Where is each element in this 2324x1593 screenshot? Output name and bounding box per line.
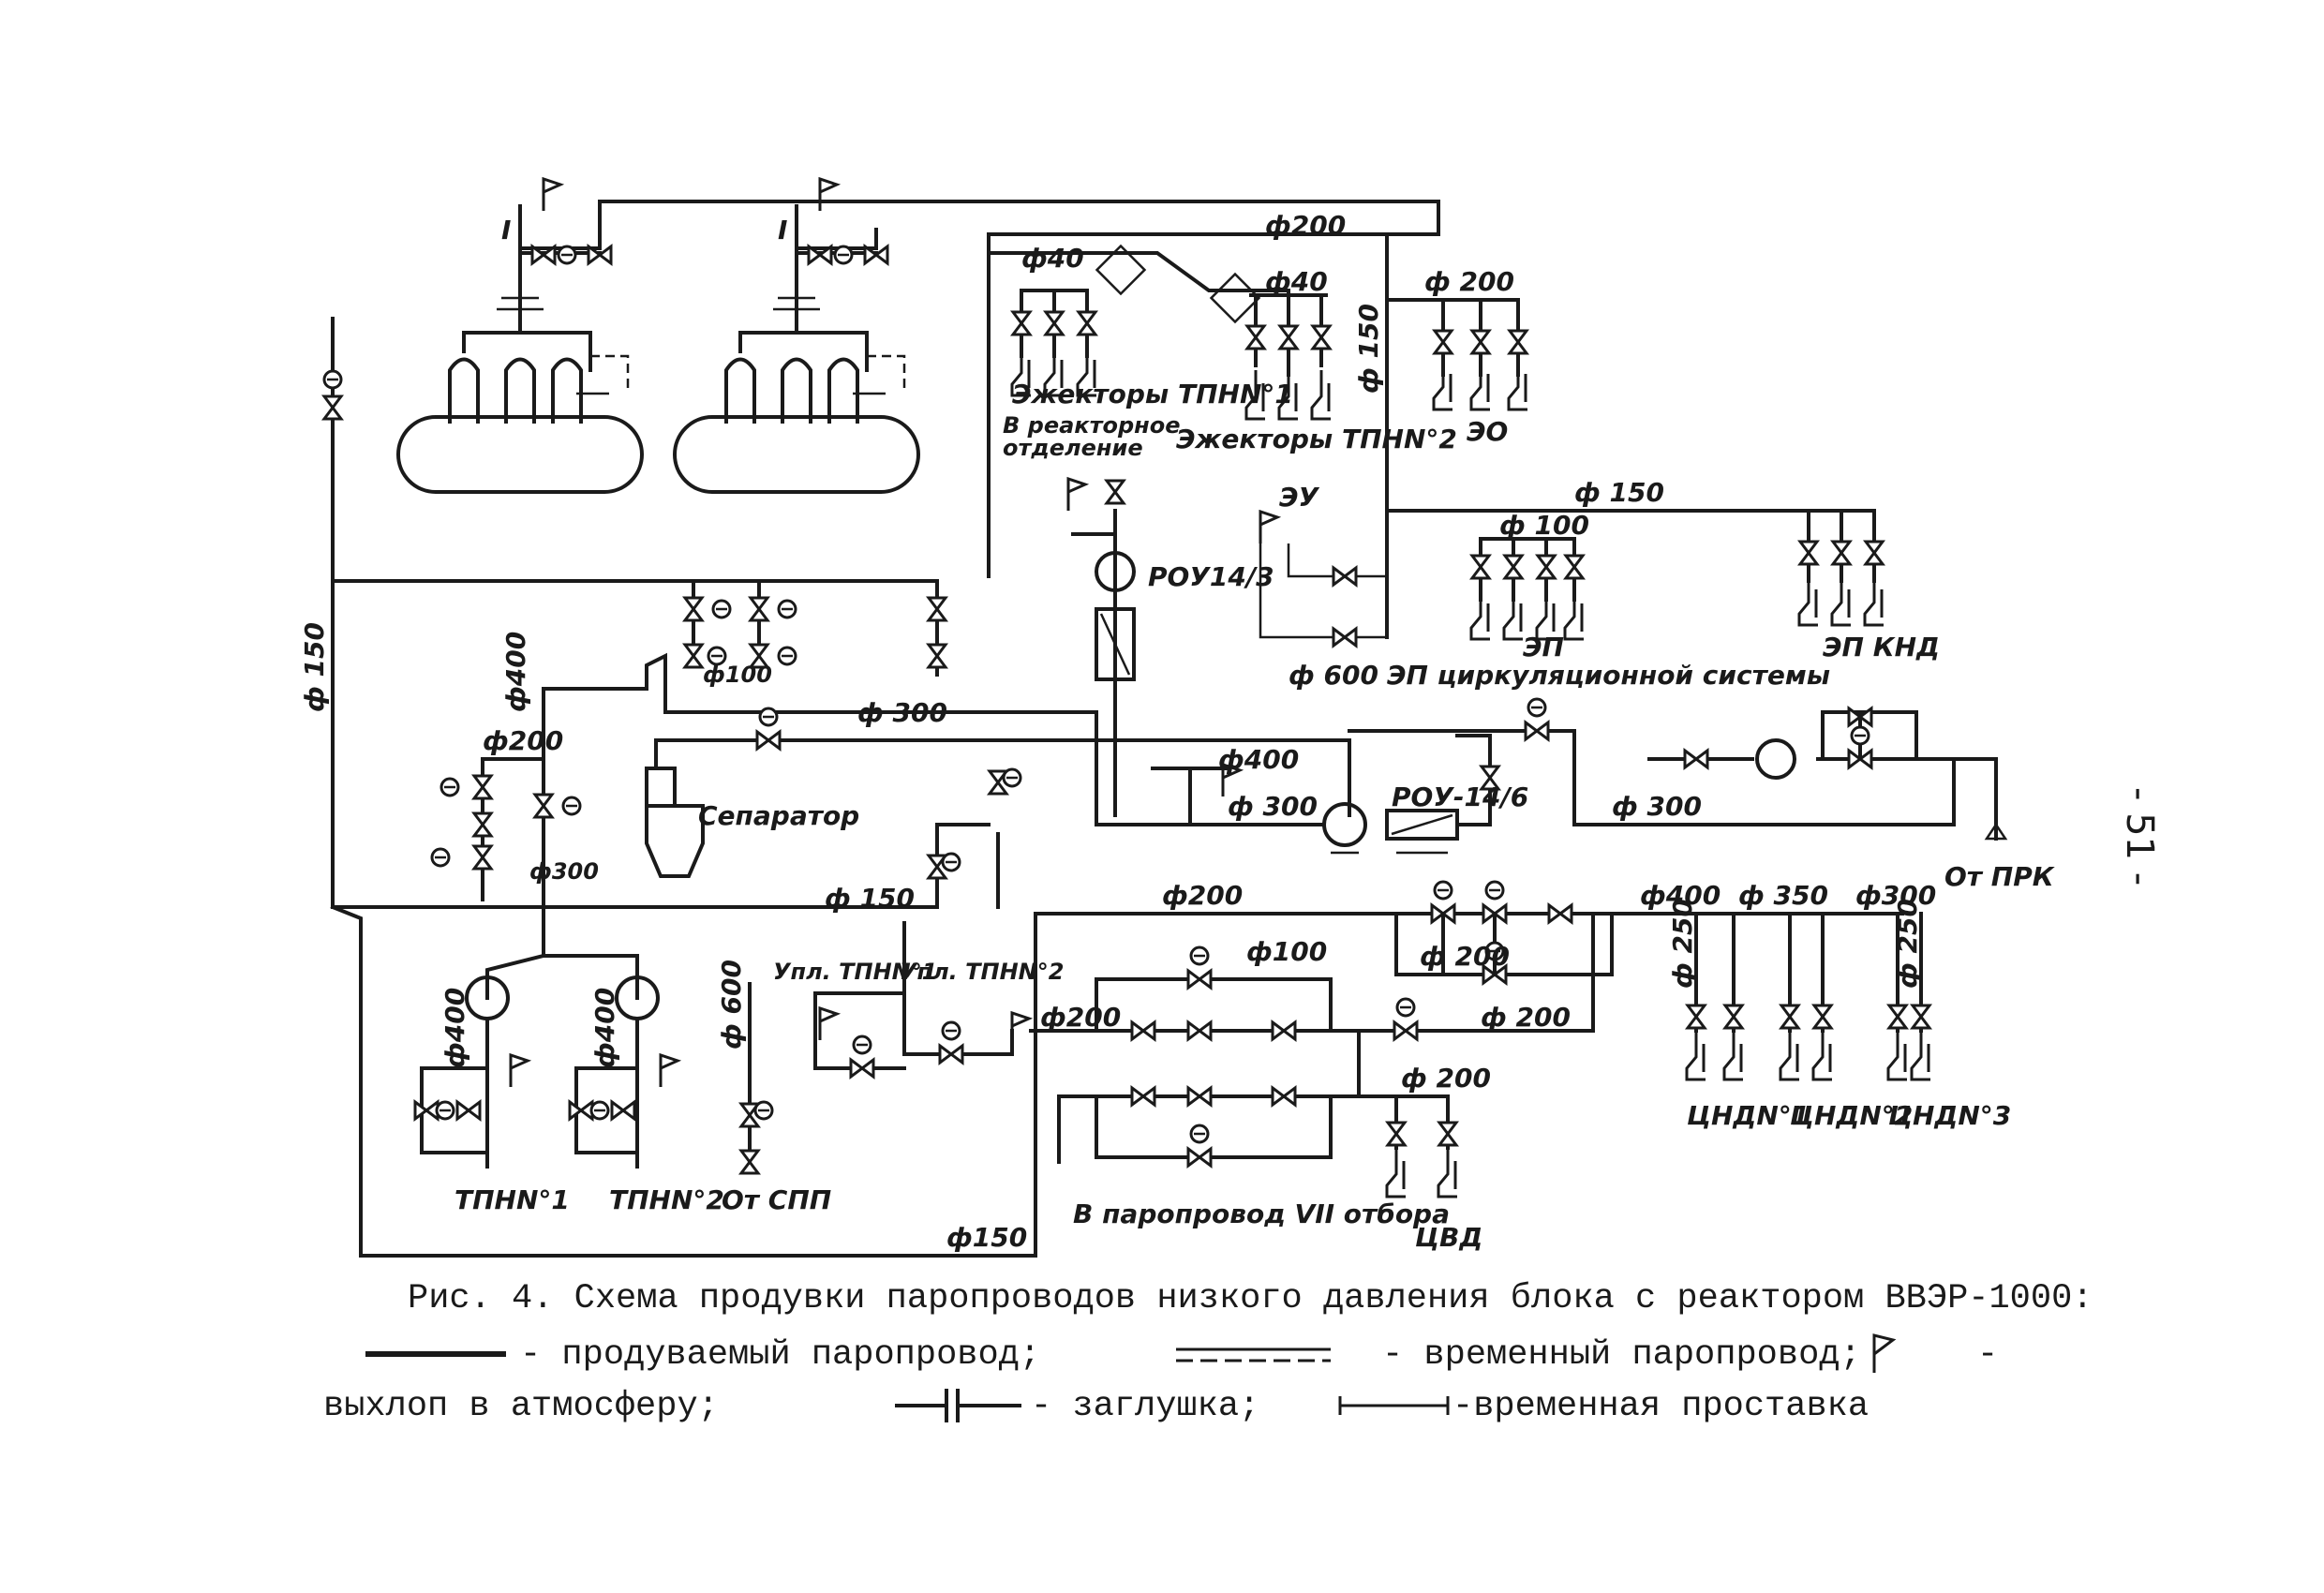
label-d300-r: ф300 <box>1855 880 1936 911</box>
ejector-2-heater <box>1209 272 1261 324</box>
label-d200-main: ф200 <box>1162 880 1243 911</box>
label-cnd-3: ЦНДN°3 <box>1888 1100 2011 1131</box>
label-tpn-1: ТПНN°1 <box>454 1184 570 1215</box>
label-d100-mid: ф100 <box>703 662 772 688</box>
rou-14-6: ф400 РОУ-14/6 ф 300 <box>1095 734 1528 855</box>
seal-lines: Упл. ТПНN°1 Упл. ТПНN°2 <box>773 921 1064 1079</box>
spp-2-vessel <box>673 415 920 494</box>
caption-title: Рис. 4. Схема продувки паропроводов низк… <box>408 1279 2093 1318</box>
cnd-branch: ф200 ф400 ф 350 ф300 ф 200 ф 250 ф 250 Ц… <box>1034 880 2011 1131</box>
legend-exhaust-text: выхлоп в атмосферу; <box>323 1387 719 1426</box>
label-d400-p1: ф400 <box>439 988 470 1068</box>
label-d40-a: ф40 <box>1021 243 1084 274</box>
label-d200-low: ф 200 <box>1420 941 1510 972</box>
label-d250-a: ф 250 <box>1667 899 1698 989</box>
rou-14-3: РОУ14/3 <box>1066 477 1274 817</box>
separator-group: ф400 ф200 ф100 ф 300 ф300 Сепаратор <box>483 579 1351 939</box>
ejectors-group: ф40 ф40 Эжекторы ТПНN°1 Эжекторы ТПНN°2 … <box>987 243 1457 461</box>
label-d200-cvd: ф 200 <box>1401 1063 1491 1094</box>
label-reactor-dept-2: отделение <box>1003 435 1143 461</box>
label-d400-r: ф400 <box>1640 880 1721 911</box>
label-d150-ep: ф 150 <box>1574 477 1664 508</box>
label-ot-prk: От ПРК <box>1944 861 2056 892</box>
ejector-1-heater <box>1095 244 1147 296</box>
label-vii-extraction: В паропровод VII отбора <box>1073 1198 1450 1229</box>
legend-exhaust-symbol <box>1872 1333 1897 1373</box>
label-d100-ep: ф 100 <box>1499 510 1589 541</box>
label-eo: ЭО <box>1467 416 1508 447</box>
legend-dash: - <box>1977 1335 1998 1375</box>
label-roman-2: I <box>778 215 787 246</box>
label-ep-circulation: ЭП циркуляционной системы <box>1387 660 1830 691</box>
label-d400-rou: ф400 <box>1218 744 1299 775</box>
label-upl-2: Упл. ТПНN°2 <box>900 959 1064 985</box>
eu-group: ЭУ <box>1259 482 1387 648</box>
legend-plug-text: - заглушка; <box>1031 1387 1259 1426</box>
label-ep-knd: ЭП КНД <box>1823 632 1940 663</box>
cvd-group: ф100 ф 200 ф 200 ф200 В паропровод VII о… <box>1034 936 1571 1253</box>
label-ejectors-2: Эжекторы ТПНN°2 <box>1176 424 1457 454</box>
label-cnd-2: ЦНДN°2 <box>1790 1100 1913 1131</box>
label-d350: ф 350 <box>1738 880 1828 911</box>
label-reactor-dept-1: В реакторное <box>1003 412 1181 439</box>
label-d600-spp: ф 600 <box>716 960 747 1050</box>
label-d200-left2: ф200 <box>1040 1002 1121 1033</box>
label-d300-right: ф 300 <box>1612 791 1702 822</box>
label-upl-1: Упл. ТПНN°1 <box>773 959 937 985</box>
feed-pumps: ф400 ф400 ф 600 ТПНN°1 ТПНN°2 От СПП <box>413 935 831 1215</box>
label-d600-circ: ф 600 <box>1289 660 1378 691</box>
legend-spacer-symbol <box>1338 1396 1450 1415</box>
label-d150-bottom: ф 150 <box>825 883 915 914</box>
top-header-lines: I I ф200 <box>501 177 1440 578</box>
spp-1-vessel <box>396 415 644 494</box>
label-d200-eo: ф 200 <box>1424 266 1514 297</box>
label-tpn-2: ТПНN°2 <box>609 1184 724 1215</box>
label-rou-14-3: РОУ14/3 <box>1148 561 1274 592</box>
label-cvd: ЦВД <box>1415 1222 1482 1253</box>
legend-temp-text: - временный паропровод; <box>1382 1335 1861 1375</box>
label-d200-top: ф200 <box>1265 210 1346 241</box>
label-d200-sep: ф200 <box>483 725 563 756</box>
ep-group: ф 150 ф 100 ЭП ЭП КНД ф 600 ЭП циркуляци… <box>1289 477 1940 691</box>
page-number: - 51 - <box>2118 787 2161 886</box>
label-d100-low: ф100 <box>1246 936 1327 967</box>
legend-spacer-text: -временная проставка <box>1452 1387 1869 1426</box>
label-d250-b: ф 250 <box>1892 899 1923 989</box>
label-d40-b: ф40 <box>1265 266 1328 297</box>
label-d400-a: ф400 <box>500 632 531 712</box>
label-d300-ring: ф300 <box>529 858 599 885</box>
eo-group: ф 200 ЭО ф 150 <box>1353 232 1529 639</box>
spp-units <box>396 204 920 494</box>
label-d150-vertical: ф 150 <box>1353 304 1384 394</box>
label-rou-14-6: РОУ-14/6 <box>1392 782 1528 812</box>
label-eu: ЭУ <box>1279 482 1320 513</box>
label-d200-mid2: ф 200 <box>1481 1002 1571 1033</box>
left-valve-cluster <box>430 757 582 901</box>
label-d150-floor: ф150 <box>946 1222 1027 1253</box>
label-roman-1: I <box>501 215 511 246</box>
rou-14-3-symbol <box>1095 551 1136 592</box>
rou-14-6-symbol <box>1322 802 1367 847</box>
caption: Рис. 4. Схема продувки паропроводов низк… <box>323 1279 2093 1426</box>
label-ejectors-1: Эжекторы ТПНN°1 <box>1012 379 1293 409</box>
label-separator: Сепаратор <box>698 800 859 831</box>
prk-pump <box>1755 738 1796 780</box>
label-cnd-1: ЦНДN°1 <box>1687 1100 1810 1131</box>
label-d400-p2: ф400 <box>589 988 620 1068</box>
main-collector: ф 150 ф 150 ф150 <box>299 317 1595 1258</box>
label-ot-spp: От СПП <box>722 1184 831 1215</box>
prk-line: ф 300 От ПРК <box>1348 697 2056 892</box>
label-d300-mid: ф 300 <box>857 697 947 728</box>
label-d300-rou: ф 300 <box>1228 791 1318 822</box>
legend-plug-symbol <box>895 1389 1021 1422</box>
label-ep: ЭП <box>1523 632 1564 663</box>
legend-blown-text: - продуваемый паропровод; <box>520 1335 1040 1375</box>
label-d150-left: ф 150 <box>299 622 330 712</box>
